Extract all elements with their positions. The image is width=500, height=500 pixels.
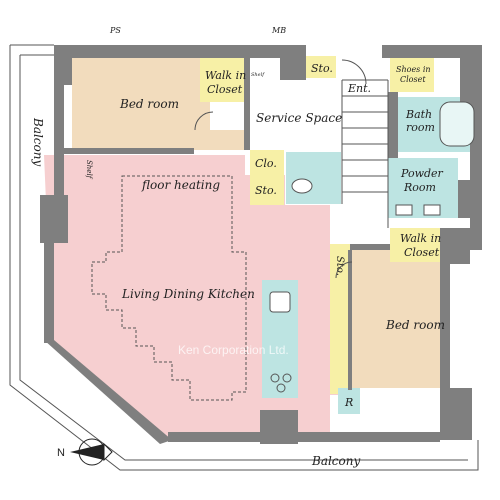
sto-vertical-area	[330, 244, 350, 394]
compass-needle-dark	[70, 444, 104, 460]
wall-column-right-lower	[440, 228, 470, 264]
ps-label: PS	[109, 26, 121, 35]
wall-top-left-strip	[72, 45, 200, 58]
balcony-left-label: Balcony	[31, 117, 45, 166]
sto-vertical-label: Sto.	[334, 256, 345, 276]
service-space-label: Service Space	[256, 111, 342, 125]
stove-burner-3	[276, 383, 286, 393]
floor-heating-label: floor heating	[141, 178, 220, 192]
clo-label: Clo.	[255, 157, 277, 170]
compass-n-label: N	[57, 447, 65, 459]
wall-bedroom-right-top	[350, 244, 390, 250]
bathtub	[439, 101, 475, 147]
toilet-fixture	[291, 178, 313, 194]
wall-bottom	[168, 432, 260, 442]
powder-sink-right	[423, 204, 441, 216]
door-bedroom-top	[194, 111, 214, 131]
wall-diagonal	[44, 340, 172, 444]
sto-mid-area	[250, 175, 284, 205]
service-space-area	[250, 80, 342, 150]
sto-mid-label: Sto.	[255, 184, 277, 197]
bathroom-line1: Bath	[405, 108, 432, 121]
wall-column-top-left	[54, 45, 72, 85]
shoes-closet-line1: Shoes in	[396, 65, 431, 74]
wall-top-right	[382, 45, 480, 58]
wall-bottom-right	[298, 432, 440, 442]
compass: N	[57, 438, 113, 466]
walkin-top-line2: Closet	[207, 83, 243, 96]
balcony-left-outline	[9, 44, 479, 471]
wall-column-top-right	[460, 45, 482, 115]
wall-column-left	[40, 195, 68, 243]
powder-sink-left	[395, 204, 413, 216]
wall-service-left	[244, 58, 250, 150]
bedroom-right-label: Bed room	[385, 318, 445, 332]
wall-column-bottom	[260, 410, 298, 444]
wall-left-vertical	[54, 85, 64, 195]
wall-left-lower	[44, 243, 54, 343]
door-entrance	[341, 59, 367, 85]
walkin-right-line2: Closet	[404, 246, 440, 259]
walkin-top-line1: Walk in	[205, 69, 246, 82]
bedroom-right-area	[350, 250, 440, 388]
sto-top-label: Sto.	[311, 62, 333, 75]
shoes-closet-line2: Closet	[400, 75, 426, 84]
wall-column-right-mid	[458, 180, 482, 218]
kitchen-sink	[269, 291, 291, 313]
shelf-small-label: Shelf	[251, 72, 265, 78]
bathroom-line2: room	[406, 121, 435, 134]
walkin-closet-right-area	[390, 228, 440, 262]
powder-room-line2: Room	[403, 181, 436, 194]
wall-top-mid	[200, 45, 306, 58]
toilet-area	[286, 152, 341, 204]
bedroom-top-label: Bed room	[119, 97, 179, 111]
floor-heating-dashed-outline	[91, 175, 247, 401]
sto-top-area	[306, 56, 336, 78]
shelf-left-label: Shelf	[85, 160, 93, 180]
walkin-closet-top-area	[200, 58, 244, 102]
balcony-bottom-label: Balcony	[311, 454, 360, 468]
mb-label: MB	[271, 26, 286, 35]
wall-right-lower	[440, 262, 450, 392]
compass-needle-light	[103, 442, 113, 462]
balcony-left-inner	[19, 54, 468, 461]
wall-column-top-mid	[280, 45, 306, 80]
wall-bath-left	[388, 92, 398, 158]
wall-bedroom-top-bottom	[64, 148, 194, 154]
wall-column-bottom-right	[440, 388, 472, 440]
walkin-right-line1: Walk in	[400, 232, 441, 245]
ldk-label: Living Dining Kitchen	[121, 287, 255, 301]
watermark: Ken Corporation Ltd.	[178, 343, 289, 357]
stove-burner-1	[270, 373, 280, 383]
powder-room-line1: Powder	[400, 167, 444, 180]
refrigerator-label: R	[344, 396, 353, 409]
refrigerator-area	[338, 388, 360, 414]
shoes-closet-area	[390, 58, 434, 92]
door-bedroom-right	[335, 261, 353, 279]
clo-area	[250, 150, 284, 175]
stove-burner-2	[282, 373, 292, 383]
entry-steps	[341, 79, 389, 228]
wall-living-bedroom	[348, 250, 352, 390]
entry-label: Ent.	[347, 82, 371, 95]
